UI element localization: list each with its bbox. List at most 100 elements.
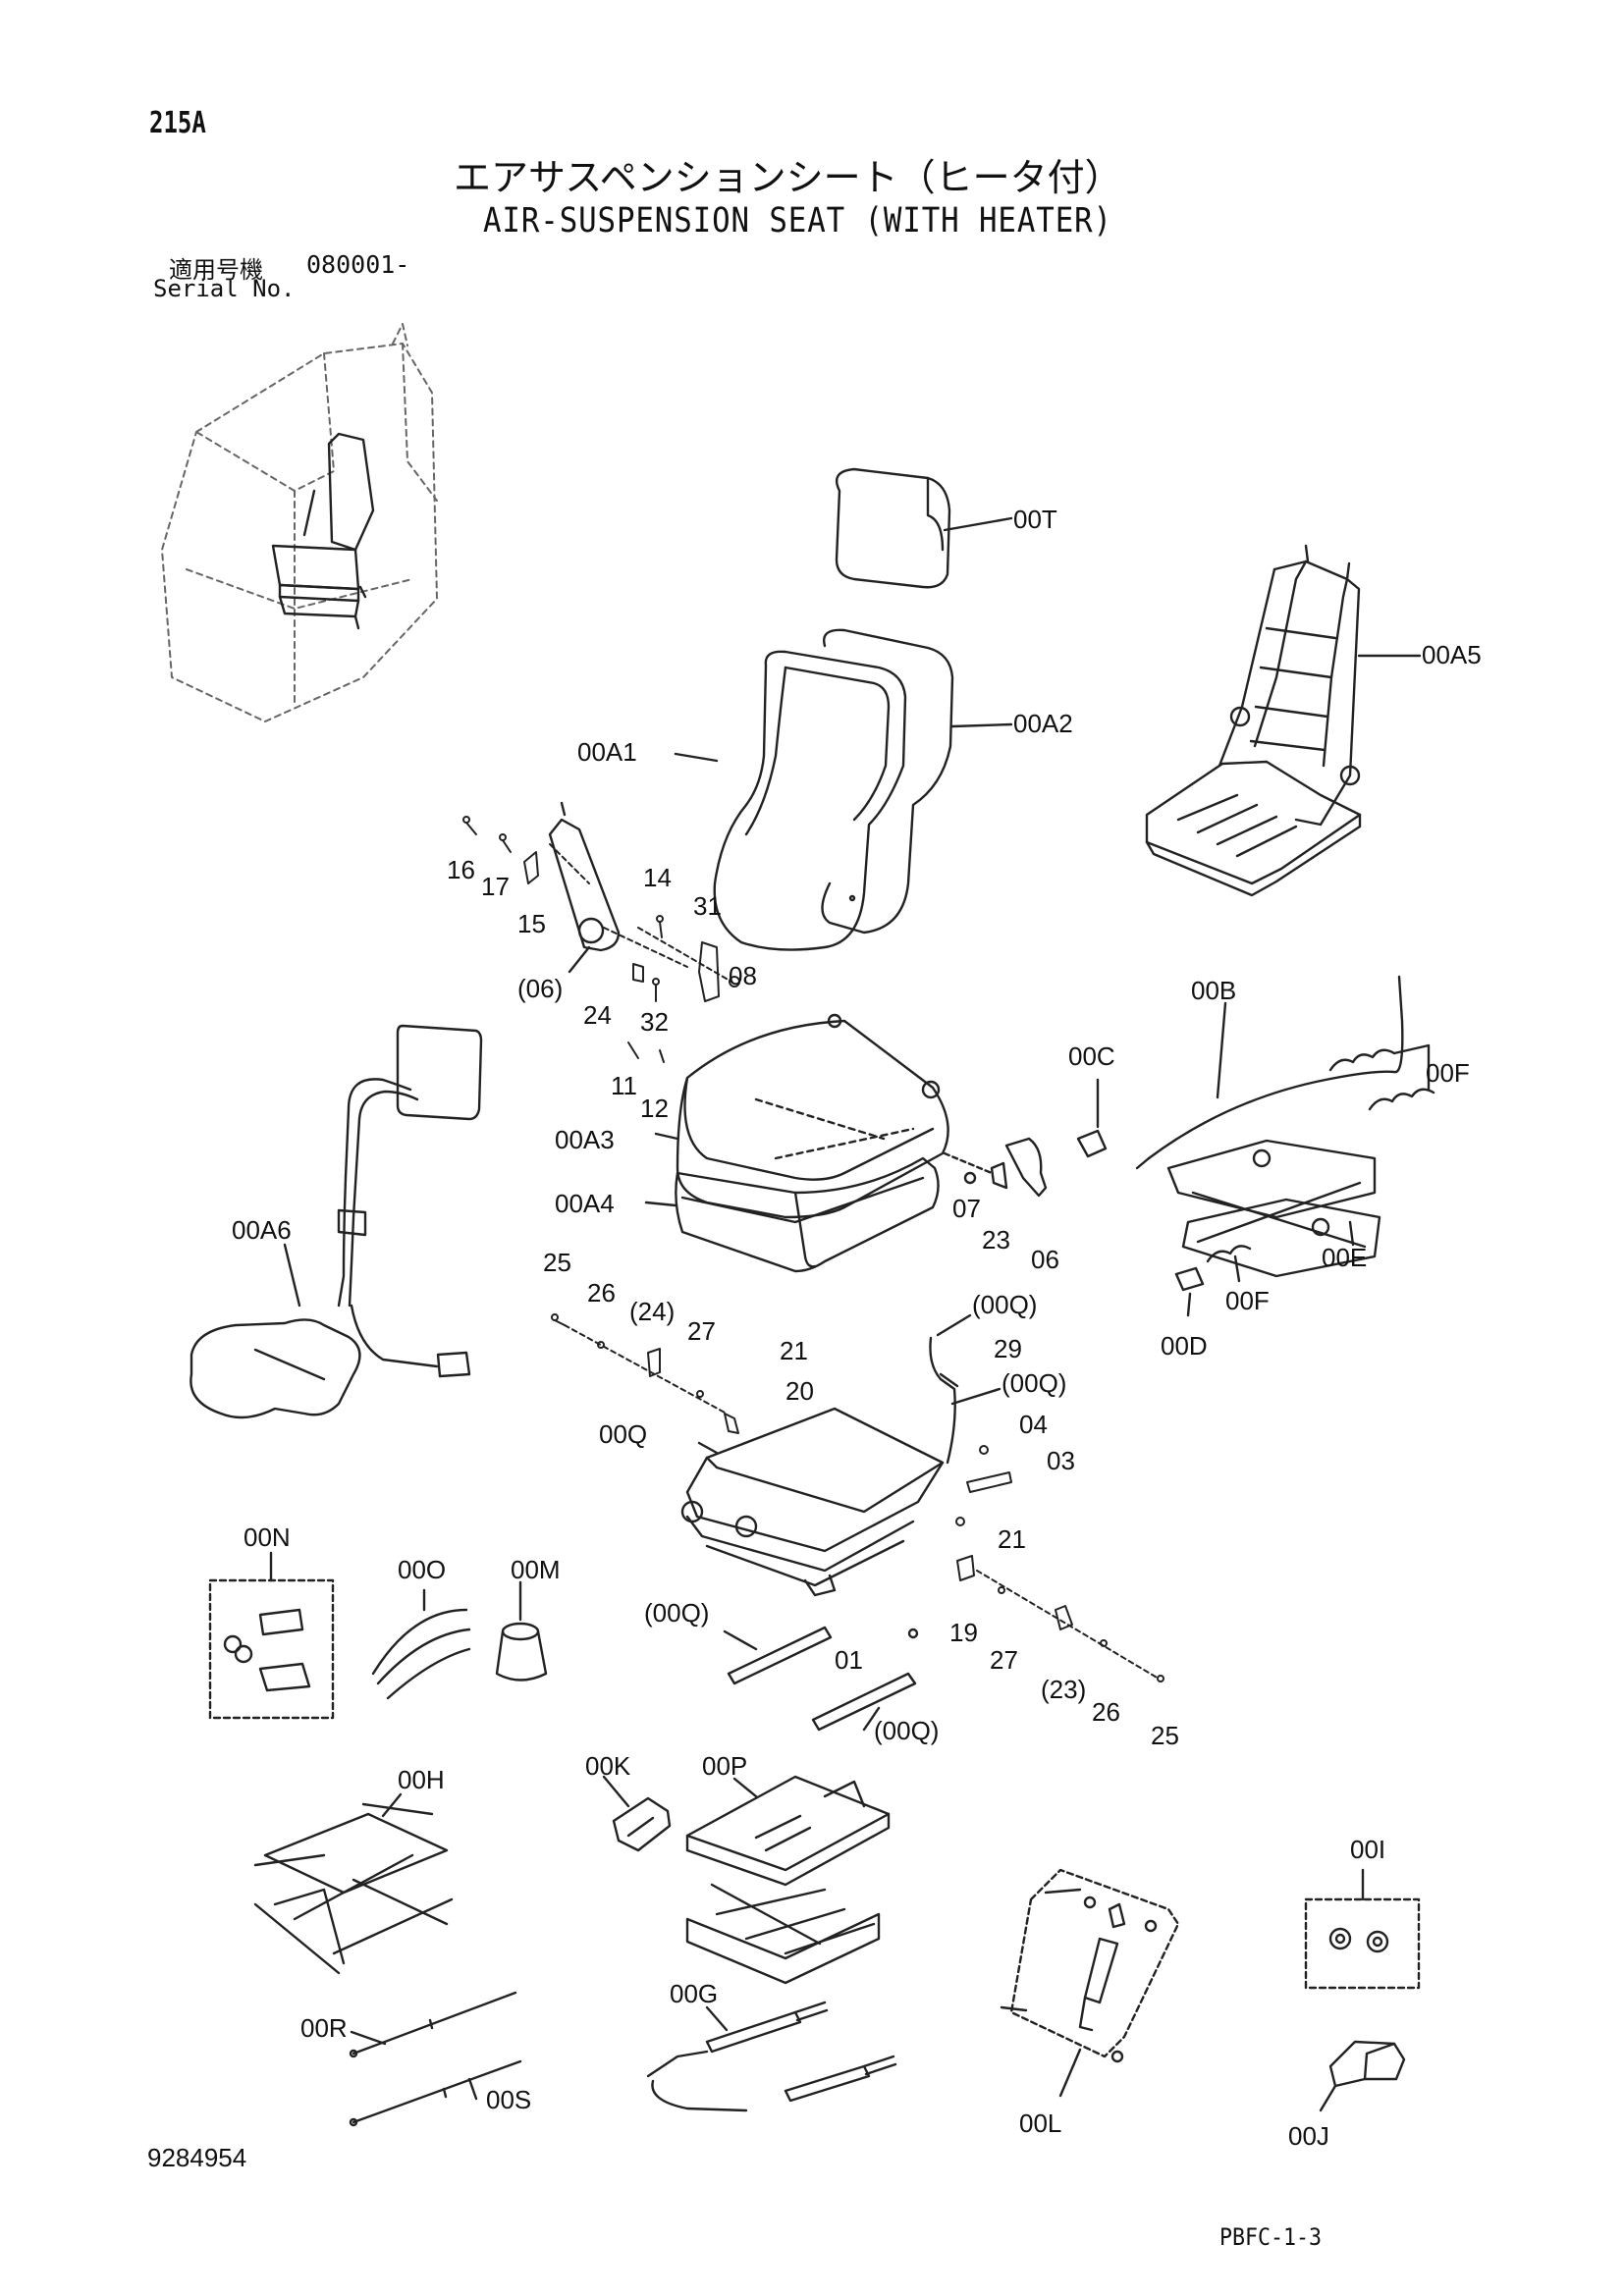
leader-00Q-upper — [936, 1313, 972, 1337]
title-english: AIR-SUSPENSION SEAT (WITH HEATER) — [483, 201, 1112, 240]
label-03: 03 — [1047, 1446, 1075, 1475]
part-00T-headrest — [835, 467, 951, 589]
part-hinge-07-23-06 — [943, 1137, 1048, 1198]
label-00L: 00L — [1019, 2109, 1061, 2138]
part-00K-clip — [612, 1796, 672, 1852]
part-00A1-backrest-cushion — [713, 650, 907, 951]
part-armrest-06 — [548, 801, 621, 952]
leader-00A2 — [950, 722, 1013, 728]
serial-label-english: Serial No. — [153, 275, 296, 302]
label-20: 20 — [785, 1376, 814, 1406]
label-00A1: 00A1 — [577, 737, 637, 767]
part-00J-cover — [1328, 2040, 1406, 2088]
part-00A6-heater — [189, 1024, 483, 1419]
label-17: 17 — [481, 872, 510, 901]
leader-00S — [467, 2077, 478, 2101]
label-25-right: 25 — [1151, 1721, 1179, 1750]
label-24: 24 — [583, 1000, 612, 1030]
part-00I-kit — [1304, 1897, 1421, 1990]
label-00A2: 00A2 — [1013, 709, 1073, 738]
part-00Q-suspension-base — [680, 1336, 959, 1597]
leader-00J — [1319, 2084, 1337, 2112]
label-00T: 00T — [1013, 505, 1057, 534]
label-29: 29 — [994, 1334, 1022, 1363]
leader-06-paren — [568, 945, 591, 974]
label-00P: 00P — [702, 1751, 747, 1781]
label-26-right: 26 — [1092, 1697, 1120, 1727]
label-16: 16 — [447, 855, 475, 884]
leader-00A4 — [644, 1201, 677, 1207]
label-00H: 00H — [398, 1765, 445, 1794]
cab-locator-figure — [161, 323, 438, 722]
label-00R: 00R — [300, 2013, 348, 2043]
part-00A5-seat-frame — [1145, 544, 1362, 897]
label-00F-top: 00F — [1426, 1058, 1470, 1088]
label-00S: 00S — [486, 2085, 531, 2114]
part-00A2-backrest-cover — [821, 628, 954, 934]
title-japanese: エアサスペンションシート（ヒータ付） — [454, 156, 1122, 199]
label-14: 14 — [643, 863, 672, 892]
label-31: 31 — [693, 891, 722, 921]
part-00E-scissor-frame — [1166, 1139, 1381, 1278]
leader-00Q-rail-1 — [723, 1629, 758, 1651]
label-00Q-paren-4: (00Q) — [874, 1716, 939, 1745]
small-hardware — [462, 816, 740, 1063]
label-00A4: 00A4 — [555, 1189, 615, 1218]
label-11: 11 — [611, 1071, 637, 1100]
label-00O: 00O — [398, 1555, 446, 1584]
part-00G-dampers — [646, 2001, 897, 2112]
label-27-right: 27 — [990, 1645, 1018, 1675]
label-21-upper: 21 — [780, 1336, 808, 1365]
leader-00T — [943, 516, 1013, 532]
label-24-paren: (24) — [629, 1297, 675, 1326]
leader-00R — [350, 2030, 387, 2046]
part-00A4-seat-base — [675, 1156, 940, 1273]
document-number: 9284954 — [147, 2143, 247, 2172]
label-00C: 00C — [1068, 1041, 1115, 1071]
leader-00F-bottom — [1233, 1255, 1241, 1283]
part-00H-frame — [253, 1802, 454, 1975]
part-00L-shock-kit — [1000, 1868, 1180, 2063]
label-00Q-paren-1: (00Q) — [972, 1290, 1037, 1319]
leader-00F-top — [1392, 1043, 1431, 1092]
leader-00A3 — [654, 1132, 679, 1141]
label-00Q: 00Q — [599, 1419, 647, 1449]
label-06: 06 — [1031, 1245, 1059, 1274]
part-00C-knob — [1076, 1129, 1108, 1158]
leader-00Q-mid — [950, 1387, 1001, 1406]
label-00J: 00J — [1288, 2121, 1329, 2151]
leader-00K — [602, 1775, 630, 1808]
label-00Q-paren-3: (00Q) — [644, 1598, 709, 1628]
sheet-code: PBFC-1-3 — [1219, 2223, 1323, 2251]
serial-value: 080001- — [306, 250, 410, 279]
leader-00E — [1348, 1220, 1355, 1247]
part-00D-knob — [1174, 1266, 1205, 1292]
serial-label-japanese: 適用号機 — [169, 256, 263, 284]
leader-00D — [1186, 1292, 1192, 1317]
leader-00G — [705, 2005, 729, 2032]
label-25-left: 25 — [543, 1248, 571, 1277]
label-00N: 00N — [244, 1522, 291, 1552]
label-21-lower: 21 — [998, 1524, 1026, 1554]
label-00E: 00E — [1322, 1243, 1367, 1272]
label-00A6: 00A6 — [232, 1215, 292, 1245]
part-00N-kit — [208, 1578, 335, 1720]
label-00A3: 00A3 — [555, 1125, 615, 1154]
label-12: 12 — [640, 1094, 669, 1123]
leader-00A6 — [283, 1243, 301, 1308]
label-00M: 00M — [511, 1555, 561, 1584]
label-19: 19 — [949, 1618, 978, 1647]
label-08: 08 — [729, 961, 757, 990]
right-bracket-hardware — [955, 1445, 1164, 1682]
part-00F-springs — [1206, 1048, 1435, 1263]
label-07: 07 — [952, 1194, 981, 1223]
leader-00P — [732, 1777, 758, 1798]
left-hardware-stack — [551, 1313, 739, 1434]
label-27-left: 27 — [687, 1316, 716, 1346]
label-00A5: 00A5 — [1422, 640, 1482, 669]
part-00O-harness — [371, 1608, 471, 1700]
leader-00B — [1216, 1001, 1227, 1099]
label-32: 32 — [640, 1007, 669, 1037]
leader-00Q-rail-2 — [862, 1706, 881, 1732]
